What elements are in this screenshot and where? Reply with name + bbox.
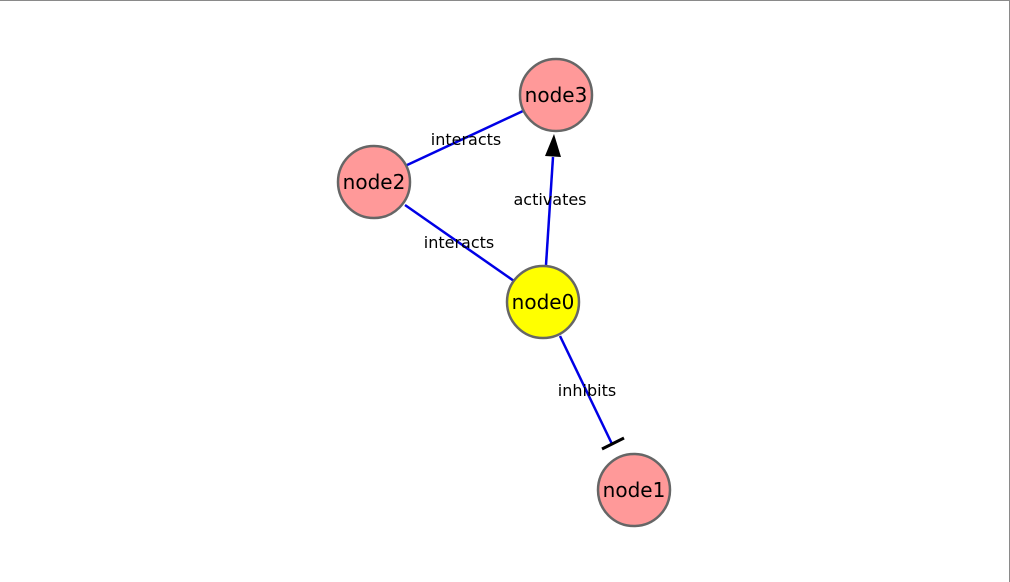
node-label: node0 bbox=[512, 290, 575, 314]
edge-label-interacts-2-0: interacts bbox=[424, 233, 495, 252]
node-node2[interactable]: node2 bbox=[336, 144, 412, 220]
node-label: node2 bbox=[343, 170, 406, 194]
node-label: node3 bbox=[525, 83, 588, 107]
node-circle[interactable] bbox=[505, 264, 581, 340]
node-node0[interactable]: node0 bbox=[505, 264, 581, 340]
edge-line[interactable] bbox=[558, 335, 614, 445]
edge-label-inhibits: inhibits bbox=[558, 381, 616, 400]
edge-line[interactable] bbox=[404, 203, 515, 283]
edge-node2-node0[interactable]: interacts bbox=[404, 203, 515, 283]
edge-node2-node3[interactable]: interacts bbox=[404, 109, 524, 168]
node-circle[interactable] bbox=[518, 57, 594, 133]
edge-line[interactable] bbox=[404, 109, 524, 168]
node-node3[interactable]: node3 bbox=[518, 57, 594, 133]
node-node1[interactable]: node1 bbox=[596, 452, 672, 528]
edge-node0-node1[interactable]: inhibits bbox=[558, 335, 625, 451]
node-circle[interactable] bbox=[336, 144, 412, 220]
edge-line[interactable] bbox=[544, 156, 555, 266]
node-label: node1 bbox=[603, 478, 666, 502]
node-circle[interactable] bbox=[596, 452, 672, 528]
edges-layer: interacts interacts activates inhibits bbox=[404, 109, 625, 451]
edge-label-interacts-2-3: interacts bbox=[431, 130, 502, 149]
arrow-head-icon bbox=[545, 134, 561, 157]
inhibit-bar-icon bbox=[601, 436, 625, 451]
edge-label-activates: activates bbox=[513, 190, 586, 209]
nodes-layer: node3 node2 node0 node1 bbox=[336, 57, 672, 528]
edge-node0-node3[interactable]: activates bbox=[513, 134, 587, 266]
